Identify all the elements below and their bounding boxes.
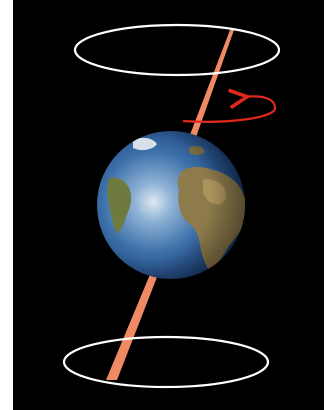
rotation-axis-lower <box>106 272 159 380</box>
diagram-panel <box>13 0 324 410</box>
top-orbit-ring <box>75 25 279 75</box>
earth-axis-diagram <box>13 0 324 410</box>
earth-globe <box>97 131 248 279</box>
rotation-axis-upper <box>188 30 234 140</box>
bottom-orbit-ring <box>64 337 268 387</box>
